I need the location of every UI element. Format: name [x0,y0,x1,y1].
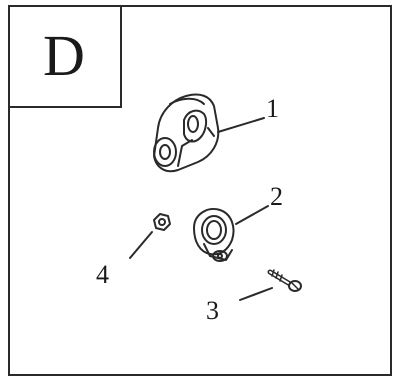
screw-icon [267,269,302,292]
callout-2: 2 [270,182,283,211]
callout-3: 3 [206,296,219,325]
leader-line-4 [129,231,153,259]
leader-line-1 [217,117,265,133]
section-label-box [8,5,122,108]
section-label: D [43,22,85,88]
callout-1: 1 [266,94,279,123]
leader-line-2 [235,205,269,225]
diagram-frame [8,5,392,376]
leader-line-3 [239,287,273,301]
nut-icon [153,213,171,231]
callout-4: 4 [96,260,109,289]
clamp-bracket-icon [153,93,220,173]
clamp-ring-icon [193,208,235,262]
